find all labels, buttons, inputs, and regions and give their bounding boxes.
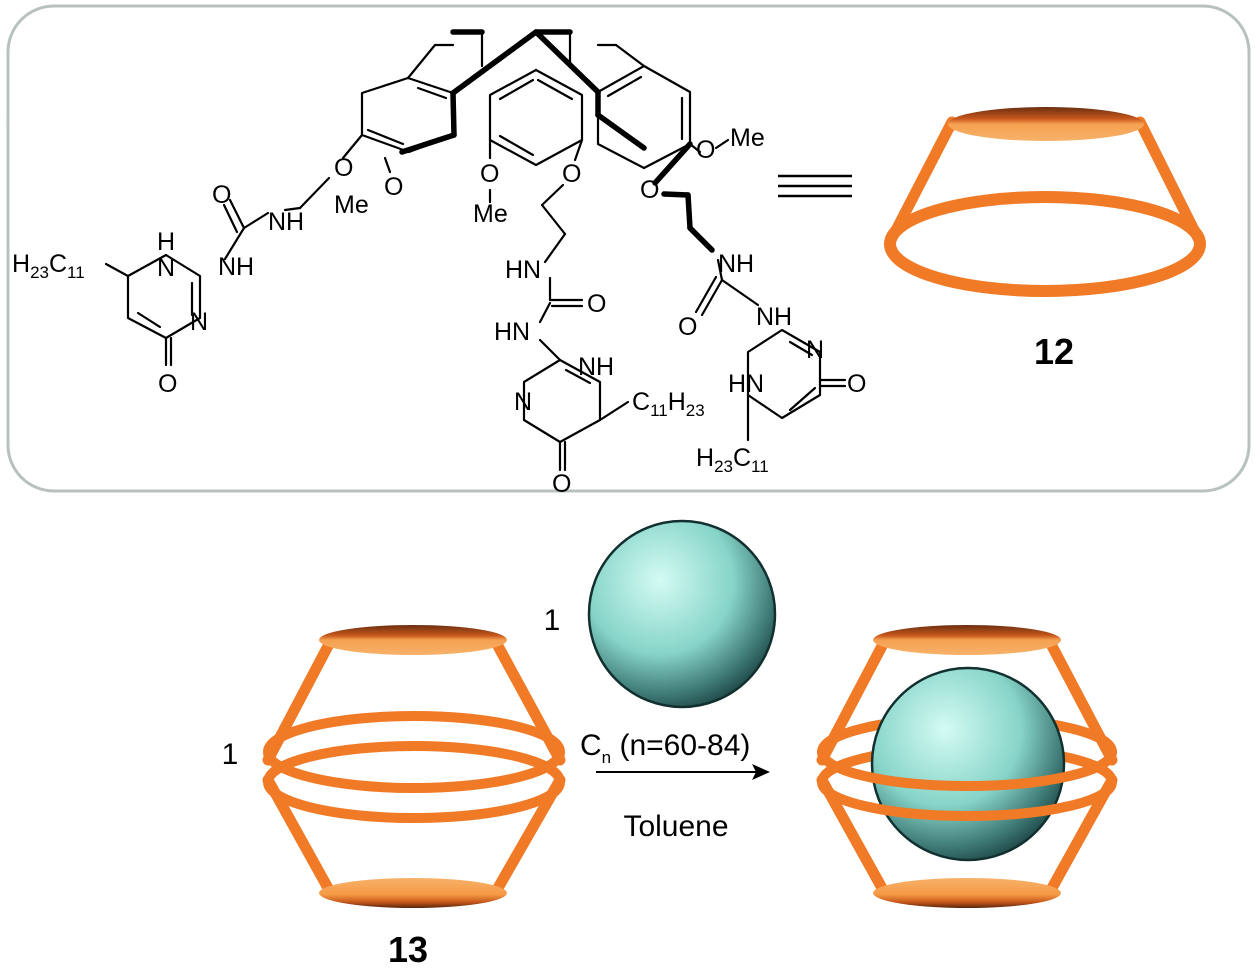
structure-frame <box>6 4 1251 493</box>
reagent-label: Cn (n=60-84) <box>580 729 750 767</box>
o-methoxy-right: O <box>696 136 715 164</box>
hn-ring-right: HN <box>728 370 764 398</box>
o-carbonyl-right: O <box>847 370 866 398</box>
alkyl-left: H23C11 <box>12 250 85 282</box>
nh-ring-center: NH <box>578 353 614 381</box>
o-carbonyl-left: O <box>158 370 177 398</box>
o-methoxy-center: O <box>480 160 499 188</box>
o-urea-right: O <box>678 313 697 341</box>
compound-label-12: 12 <box>1034 331 1074 372</box>
o-urea-center: O <box>587 290 606 318</box>
hn-urea-center: HN <box>494 318 530 346</box>
fullerene-ball <box>587 519 777 709</box>
n-ring-right: N <box>806 336 824 364</box>
capsule-equivalents: 1 <box>222 738 239 771</box>
cavitand-cone-icon <box>884 107 1206 297</box>
equivalence-sign <box>778 174 852 198</box>
atom-o-urea-left: O <box>212 181 231 209</box>
atom-o-left2: O <box>384 173 403 201</box>
nh-linker-right: NH <box>718 250 754 278</box>
solvent-label: Toluene <box>623 810 728 843</box>
hn-linker-center: HN <box>505 256 541 284</box>
capsule-13-icon <box>262 625 566 908</box>
capsule-fullerene-complex-icon <box>816 625 1118 908</box>
reaction-arrow <box>596 764 770 780</box>
nh-urea-right: NH <box>756 303 792 331</box>
atom-o-left1: O <box>334 154 353 182</box>
alkyl-right: H23C11 <box>696 444 769 476</box>
h-ring-left: H <box>157 228 175 256</box>
alkyl-right-center: C11H23 <box>632 388 705 420</box>
compound-label-13: 13 <box>388 929 428 968</box>
nh-urea-left: NH <box>268 208 304 236</box>
o-linker-right: O <box>640 176 659 204</box>
n-ring-center: N <box>514 388 532 416</box>
methoxy-left: Me <box>334 191 369 219</box>
n-ring-left-h: N <box>157 254 175 282</box>
methoxy-right: Me <box>730 124 765 152</box>
cavitand-structure: O O Me O NH NH H N N O H23C11 O Me O HN … <box>12 29 866 498</box>
methoxy-center: Me <box>473 200 508 228</box>
nh-ring-left: NH <box>218 253 254 281</box>
o-carbonyl-center: O <box>552 470 571 498</box>
o-linker-center: O <box>562 160 581 188</box>
fullerene-equivalents: 1 <box>544 604 561 637</box>
n-ring-left: N <box>190 308 208 336</box>
